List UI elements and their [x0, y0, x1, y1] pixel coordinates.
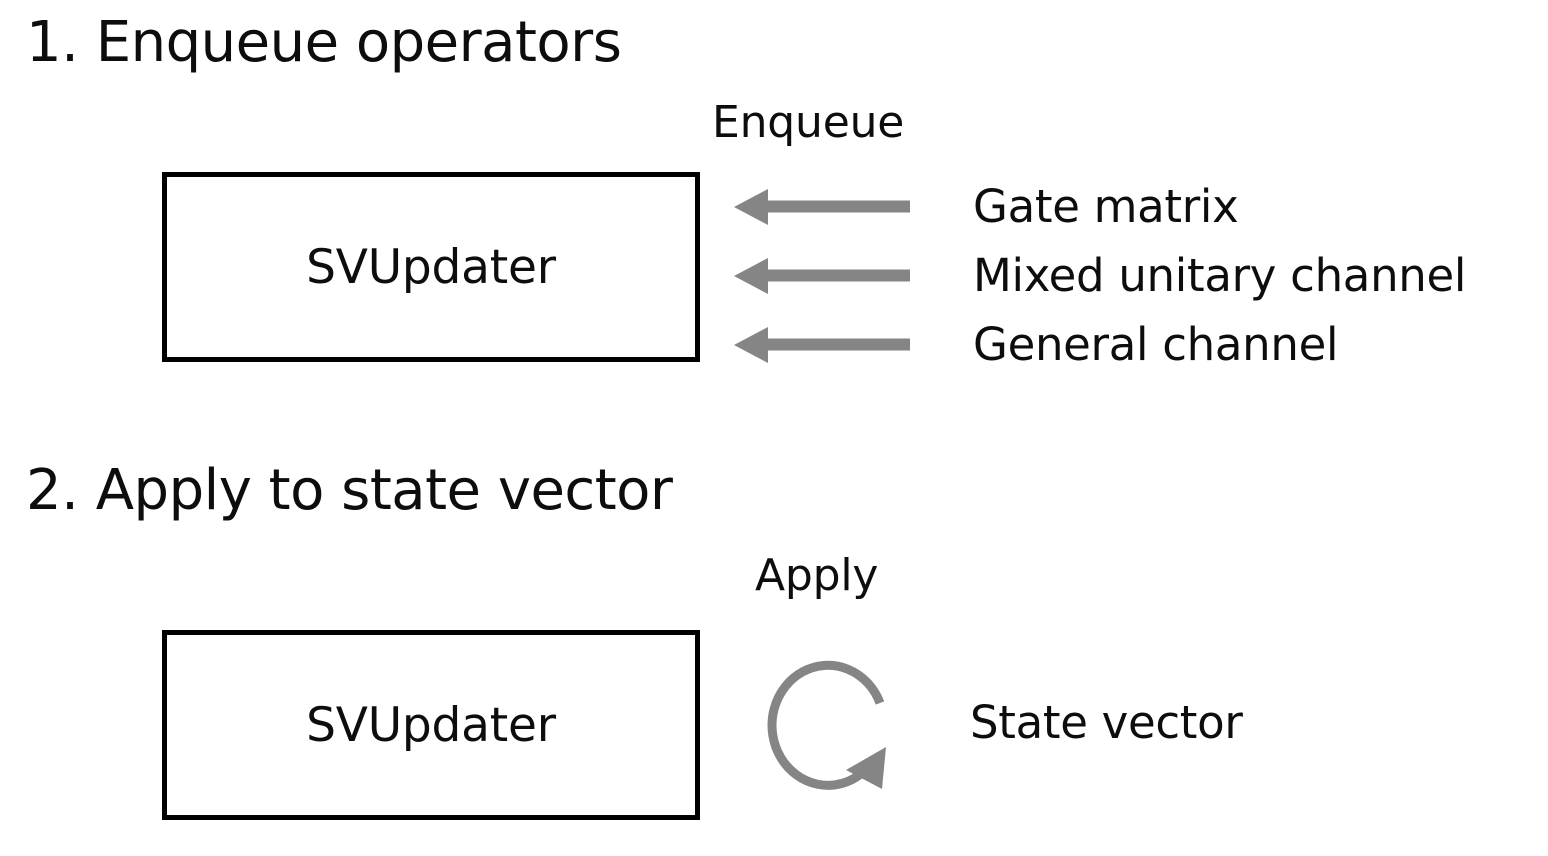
svupdater-box-enqueue-label: SVUpdater: [306, 239, 556, 295]
operand-label-state-vector: State vector: [970, 696, 1243, 749]
svupdater-box-enqueue: SVUpdater: [162, 172, 700, 362]
arrow-left-icon-mixed-unitary-channel: [734, 258, 910, 294]
arrow-left-icon-gate-matrix: [734, 189, 910, 225]
action-caption-enqueue: Enqueue: [712, 97, 905, 148]
arrow-left-icon-general-channel: [734, 327, 910, 363]
operand-label-gate-matrix: Gate matrix: [973, 180, 1239, 233]
operand-label-mixed-unitary-channel: Mixed unitary channel: [973, 249, 1467, 302]
circular-arrow-icon: [767, 660, 886, 790]
section-title-enqueue: 1. Enqueue operators: [26, 10, 622, 75]
operand-label-general-channel: General channel: [973, 318, 1339, 371]
section-title-apply: 2. Apply to state vector: [26, 458, 673, 523]
svupdater-box-apply-label: SVUpdater: [306, 697, 556, 753]
svupdater-box-apply: SVUpdater: [162, 630, 700, 820]
action-caption-apply: Apply: [755, 550, 879, 601]
